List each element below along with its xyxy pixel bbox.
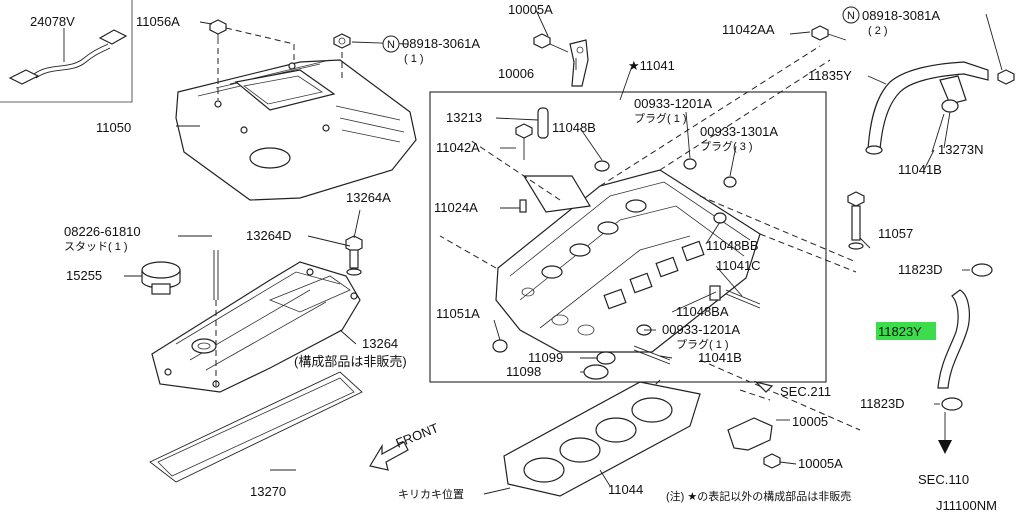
label-13270[interactable]: 13270 xyxy=(250,484,286,499)
label-11048BA[interactable]: 11048BA xyxy=(676,304,729,319)
water-pipe xyxy=(811,25,1015,155)
label-10005A-bot[interactable]: 10005A xyxy=(798,456,843,471)
harness-inset xyxy=(0,0,133,103)
rocker-gasket xyxy=(149,371,363,483)
stud xyxy=(213,250,219,386)
diagram-code: J11100NM xyxy=(936,498,997,512)
label-plug1-top: プラグ( 1 ) xyxy=(634,111,687,125)
n-symbol-2: N xyxy=(842,6,860,24)
label-11042AA[interactable]: 11042AA xyxy=(722,22,775,37)
label-10006[interactable]: 10006 xyxy=(498,66,534,81)
rocker-bolt xyxy=(345,235,363,276)
label-24078V[interactable]: 24078V xyxy=(30,14,75,29)
label-11041B-bot[interactable]: 11041B xyxy=(698,350,742,365)
label-11041[interactable]: ★11041 xyxy=(628,58,675,73)
n-symbol-1: N xyxy=(382,35,400,53)
label-kirikaki: キリカキ位置 xyxy=(398,487,464,501)
stud-11041B-right xyxy=(931,113,945,153)
label-plug1-bot: プラグ( 1 ) xyxy=(676,337,729,351)
label-15255[interactable]: 15255 xyxy=(66,268,102,283)
label-11056A[interactable]: 11056A xyxy=(136,14,180,29)
label-00933-1301A[interactable]: 00933-1301A xyxy=(700,124,778,139)
label-sec110[interactable]: SEC.110 xyxy=(918,472,969,487)
label-10005[interactable]: 10005 xyxy=(792,414,828,429)
hose-11823Y xyxy=(937,263,993,411)
sec110-arrow xyxy=(938,412,952,454)
bracket-10005 xyxy=(727,417,797,469)
label-11048B[interactable]: 11048B xyxy=(552,120,596,135)
label-08918-3061A[interactable]: 08918-3061A xyxy=(402,36,480,51)
label-front: FRONT xyxy=(394,420,441,451)
oil-filler-cap xyxy=(141,261,181,295)
label-11044[interactable]: 11044 xyxy=(608,482,643,497)
bolt-11057 xyxy=(847,191,865,250)
footnote: (注) ★の表記以外の構成部品は非販売 xyxy=(666,489,851,503)
highlight-11823Y xyxy=(876,322,936,340)
label-08918-3081A[interactable]: 08918-3081A xyxy=(862,8,940,23)
sec211-arrow xyxy=(754,380,774,393)
label-11050[interactable]: 11050 xyxy=(96,120,131,135)
seal-11099 xyxy=(596,351,616,365)
label-08918-3061A-qty: ( 1 ) xyxy=(404,53,424,65)
label-11823D-bot[interactable]: 11823D xyxy=(860,396,905,411)
leader-lines xyxy=(124,9,1003,495)
engine-cover xyxy=(175,59,417,201)
cylinder-head-box xyxy=(429,91,827,383)
label-not-sold: (構成部品は非販売) xyxy=(294,354,407,369)
part-labels: 24078V 11056A 10005A 08918-3061A ( 1 ) 1… xyxy=(30,2,997,512)
label-13273N[interactable]: 13273N xyxy=(938,142,984,157)
bolt-10005A-top xyxy=(533,33,569,53)
head-ports xyxy=(521,199,705,336)
front-arrow xyxy=(369,441,409,471)
label-11041C[interactable]: 11041C xyxy=(716,258,761,273)
label-11823Y[interactable]: 11823Y xyxy=(878,324,922,339)
label-11041B-right[interactable]: 11041B xyxy=(898,162,942,177)
label-00933-1201A-top[interactable]: 00933-1201A xyxy=(634,96,712,111)
label-sec211[interactable]: SEC.211 xyxy=(780,384,831,399)
rocker-cover xyxy=(151,261,361,393)
label-stud1: スタッド( 1 ) xyxy=(64,240,128,253)
label-11835Y[interactable]: 11835Y xyxy=(808,68,852,83)
label-13264D[interactable]: 13264D xyxy=(246,228,292,243)
cylinder-head xyxy=(495,107,761,353)
label-11048BB[interactable]: 11048BB xyxy=(706,238,759,253)
svg-text:N: N xyxy=(847,10,855,22)
seal-11098 xyxy=(583,364,609,380)
label-11823D-top[interactable]: 11823D xyxy=(898,262,943,277)
label-plug3: プラグ( 3 ) xyxy=(700,139,753,153)
head-studs xyxy=(633,289,761,365)
label-11051A[interactable]: 11051A xyxy=(436,306,480,321)
cover-fasteners xyxy=(209,19,351,100)
label-11098[interactable]: 11098 xyxy=(506,364,541,379)
label-11057[interactable]: 11057 xyxy=(878,226,913,241)
label-13213[interactable]: 13213 xyxy=(446,110,482,125)
label-08226-61810[interactable]: 08226-61810 xyxy=(64,224,141,239)
label-11042A[interactable]: 11042A xyxy=(436,140,480,155)
head-gasket xyxy=(503,381,701,497)
bracket-10006 xyxy=(569,39,589,87)
label-00933-1201A-bot[interactable]: 00933-1201A xyxy=(662,322,740,337)
svg-text:N: N xyxy=(387,39,395,51)
label-10005A-top[interactable]: 10005A xyxy=(508,2,553,17)
label-08918-3081A-qty: ( 2 ) xyxy=(868,25,888,37)
rocker-gasket-inner xyxy=(157,377,355,477)
label-11099[interactable]: 11099 xyxy=(528,350,563,365)
label-11024A[interactable]: 11024A xyxy=(434,200,478,215)
label-13264[interactable]: 13264 xyxy=(362,336,398,351)
label-13264A[interactable]: 13264A xyxy=(346,190,391,205)
